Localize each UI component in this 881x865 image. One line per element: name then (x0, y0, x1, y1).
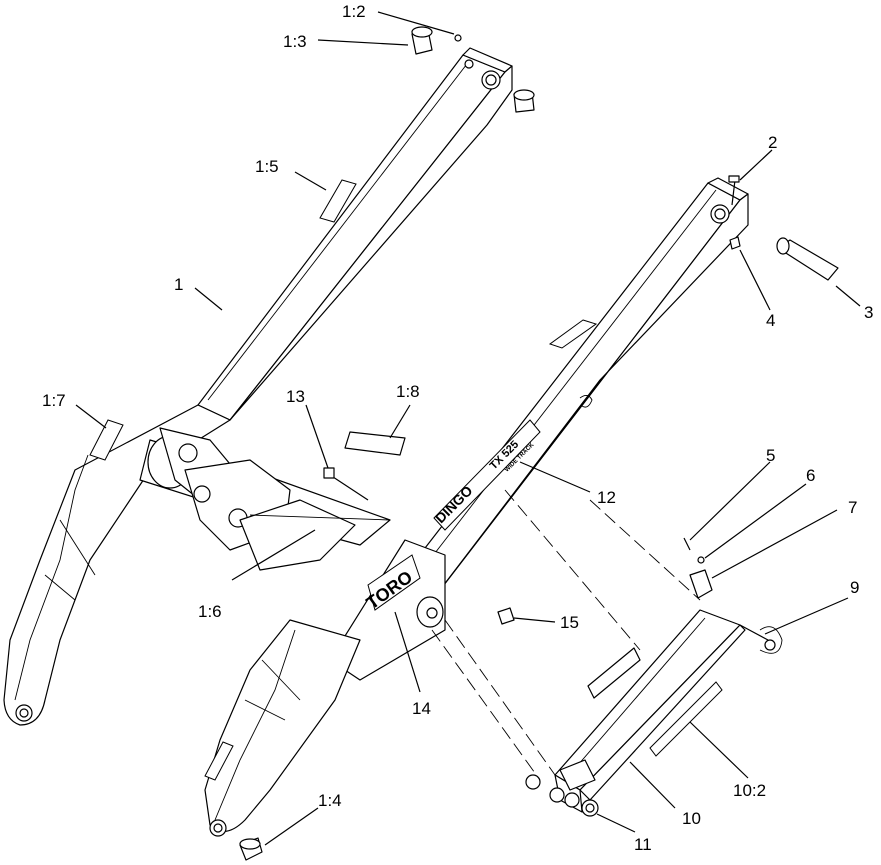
callout-1-6: 1:6 (198, 602, 222, 621)
decal-sheet-icon (344, 431, 406, 456)
callout-4: 4 (766, 311, 775, 330)
assembly-line (444, 619, 556, 776)
callout-3: 3 (864, 303, 873, 322)
callout-leaders (75, 11, 861, 846)
callout-9: 9 (850, 578, 859, 597)
rear-loader-arm (3, 47, 513, 726)
latch-plate (587, 647, 641, 699)
pivot-pin-icon (776, 237, 839, 281)
bolt-icon (728, 175, 740, 206)
callout-2: 2 (768, 133, 777, 152)
dingo-model-decal (433, 419, 541, 531)
latch-bar-decal (649, 681, 723, 757)
callout-7: 7 (848, 498, 857, 517)
assembly-line (431, 629, 541, 781)
end-cap-icon (239, 837, 263, 861)
assembly-line (504, 489, 641, 651)
callout-5: 5 (766, 446, 775, 465)
bushing-icon (513, 89, 535, 113)
bolt-icon (323, 467, 369, 501)
cross-tube-assembly (139, 427, 391, 571)
callout-6: 6 (806, 466, 815, 485)
callout-1-7: 1:7 (42, 391, 66, 410)
front-arm-lower-decal (204, 741, 234, 781)
callout-1-4: 1:4 (318, 791, 342, 810)
callout-1-2: 1:2 (342, 2, 366, 21)
callout-1-8: 1:8 (396, 382, 420, 401)
callout-1-5: 1:5 (255, 157, 279, 176)
callout-15: 15 (560, 613, 579, 632)
rear-arm-warning-decal (319, 179, 357, 223)
grease-fitting-icon (454, 34, 462, 42)
callout-1: 1 (174, 275, 183, 294)
toro-decal-plate (367, 554, 421, 611)
bushing-icon (411, 26, 433, 55)
callout-1-3: 1:3 (283, 32, 307, 51)
callout-14: 14 (412, 699, 431, 718)
assembly-line (589, 499, 701, 601)
nut-icon (497, 607, 515, 625)
spring-plate-icon (689, 569, 713, 599)
washer-icon (697, 556, 705, 564)
lynch-pin-icon (739, 624, 783, 654)
nut-icon (729, 236, 741, 250)
screw-icon (683, 537, 691, 551)
front-loader-arm (204, 177, 749, 837)
callout-10: 10 (682, 809, 701, 828)
callout-11: 11 (634, 835, 652, 854)
callout-10-2: 10:2 (733, 781, 766, 800)
callout-13: 13 (286, 387, 305, 406)
rear-arm-lower-decal (89, 419, 124, 461)
latch-bar-assembly (525, 609, 746, 817)
front-arm-warning-decal (548, 319, 598, 349)
callout-12: 12 (597, 488, 616, 507)
